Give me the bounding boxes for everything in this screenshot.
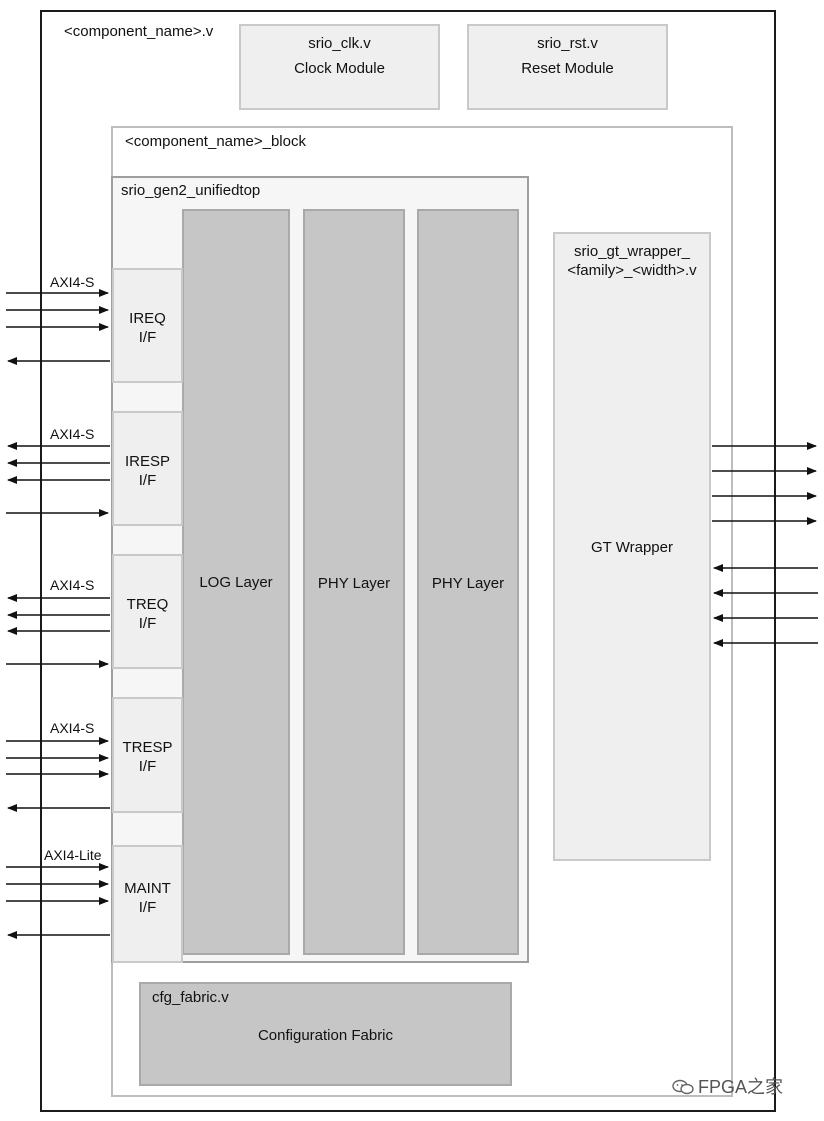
tresp-interface-name: TRESP [122,739,173,756]
phy-layer-1: PHY Layer [303,209,405,955]
phy-layer-2: PHY Layer [417,209,519,955]
ireq-interface: IREQ I/F [112,268,183,383]
wechat-icon [672,1079,694,1095]
unifiedtop-title: srio_gen2_unifiedtop [121,182,261,199]
maint-interface-name: MAINT [124,880,171,897]
treq-interface-suffix: I/F [138,615,157,632]
log-layer: LOG Layer [182,209,290,955]
gt-wrapper-file-line2: <family>_<width>.v [567,262,697,279]
maint-bus-label: AXI4-Lite [44,847,102,863]
gt-wrapper-file-line1: srio_gt_wrapper_ [574,243,690,260]
configuration-fabric-name: Configuration Fabric [257,1027,394,1044]
watermark: FPGA之家 [672,1073,783,1099]
tresp-bus-label: AXI4-S [50,720,95,736]
iresp-interface: IRESP I/F [112,411,183,526]
iresp-bus-label: AXI4-S [50,426,95,442]
ireq-interface-suffix: I/F [138,329,157,346]
maint-interface: MAINT I/F [112,845,183,963]
tresp-interface: TRESP I/F [112,697,183,813]
tresp-interface-suffix: I/F [138,758,157,775]
log-layer-label: LOG Layer [199,574,273,591]
phy-layer-2-label: PHY Layer [431,575,505,592]
clock-module-name: Clock Module [294,60,385,77]
iresp-interface-name: IRESP [124,453,170,470]
phy-layer-1-label: PHY Layer [317,575,391,592]
gt-wrapper: srio_gt_wrapper_ <family>_<width>.v GT W… [553,232,711,861]
watermark-text: FPGA之家 [698,1077,784,1097]
configuration-fabric: cfg_fabric.v Configuration Fabric [139,982,512,1086]
treq-bus-label: AXI4-S [50,577,95,593]
iresp-interface-suffix: I/F [138,472,157,489]
component-block-title: <component_name>_block [125,133,306,150]
treq-interface: TREQ I/F [112,554,183,669]
reset-module-file: srio_rst.v [537,35,598,52]
component-top-title: <component_name>.v [64,23,214,40]
gt-wrapper-name: GT Wrapper [591,539,673,556]
reset-module-name: Reset Module [521,60,614,77]
reset-module: srio_rst.v Reset Module [467,24,668,110]
configuration-fabric-file: cfg_fabric.v [152,989,229,1006]
clock-module-file: srio_clk.v [308,35,371,52]
ireq-interface-name: IREQ [129,310,166,327]
maint-interface-suffix: I/F [138,899,157,916]
clock-module: srio_clk.v Clock Module [239,24,440,110]
treq-interface-name: TREQ [126,596,169,613]
ireq-bus-label: AXI4-S [50,274,95,290]
